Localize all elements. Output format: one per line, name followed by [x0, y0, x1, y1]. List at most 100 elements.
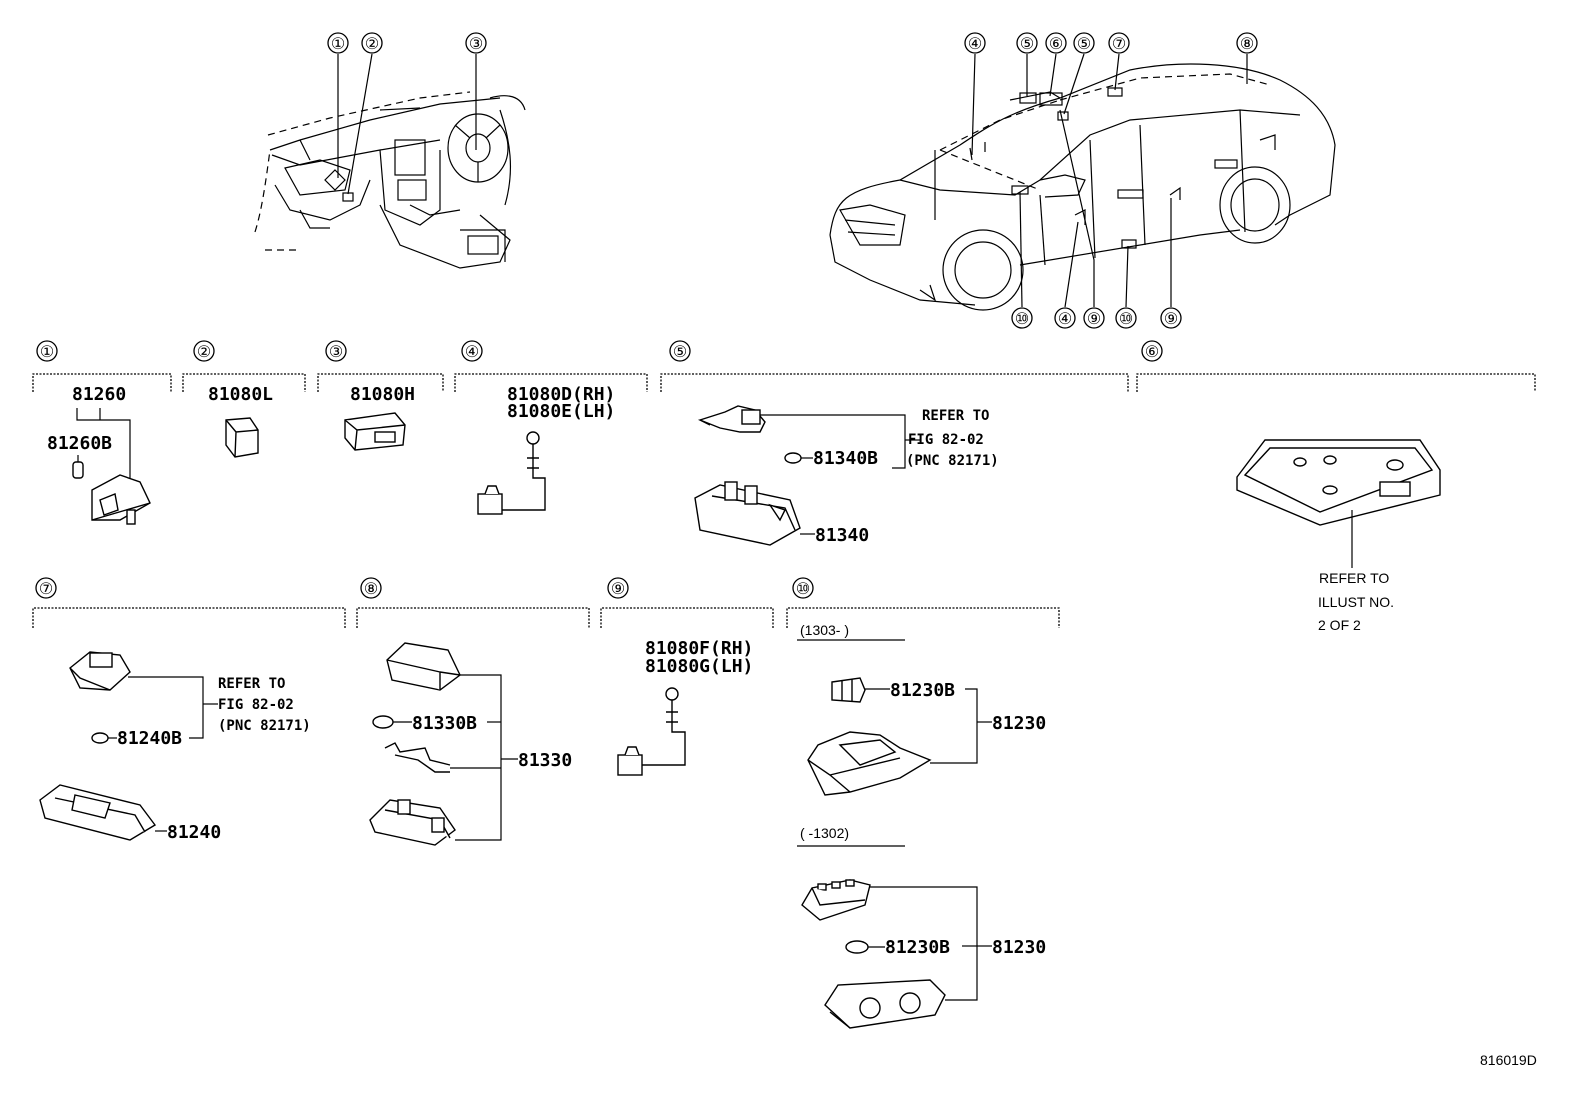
- car-callout-9a: ⑨: [1083, 307, 1105, 329]
- interior-callouts: ① ② ③: [327, 32, 487, 54]
- group-8-parts: 81330B 81330: [369, 642, 572, 846]
- svg-text:⑩: ⑩: [1119, 309, 1133, 328]
- harness-lamp-4: [477, 431, 546, 515]
- car-callout-5b: ⑤: [1073, 32, 1095, 54]
- svg-text:④: ④: [968, 34, 982, 53]
- group-8-header: ⑧: [356, 577, 590, 628]
- part-81230B-lower: 81230B: [885, 937, 950, 958]
- car-callout-4-bottom: ④: [1054, 307, 1076, 329]
- svg-text:⑧: ⑧: [364, 579, 378, 598]
- car-callout-5a: ⑤: [1016, 32, 1038, 54]
- part-81080D: 81080D(RH): [507, 384, 615, 405]
- group-headers-row2: ⑦ ⑧ ⑨ ⑩: [32, 577, 1060, 628]
- svg-text:⑦: ⑦: [1112, 34, 1126, 53]
- base-81330: [369, 799, 456, 846]
- bulb-81340B: [784, 452, 802, 464]
- svg-text:⑦: ⑦: [39, 579, 53, 598]
- part-81080E: 81080E(LH): [507, 401, 615, 422]
- svg-text:⑩: ⑩: [796, 579, 810, 598]
- bulb-81240B: [91, 732, 109, 744]
- part-81080H: 81080H: [350, 384, 415, 405]
- lamp-81080L: [225, 417, 259, 458]
- part-81080G: 81080G(LH): [645, 656, 753, 677]
- part-81230B-upper: 81230B: [890, 680, 955, 701]
- lens-81240: [39, 784, 157, 841]
- car-callout-9b: ⑨: [1160, 307, 1182, 329]
- refer-6-line2: ILLUST NO.: [1318, 594, 1394, 610]
- group-10-header: ⑩: [786, 577, 1060, 628]
- part-81330: 81330: [518, 750, 572, 771]
- car-callout-6: ⑥: [1045, 32, 1067, 54]
- socket-81340: [697, 405, 766, 433]
- svg-text:③: ③: [329, 342, 343, 361]
- group-3-parts: 81080H: [344, 384, 415, 451]
- group-6-parts: REFER TO ILLUST NO. 2 OF 2: [1236, 439, 1441, 633]
- svg-text:②: ②: [197, 342, 211, 361]
- svg-text:⑨: ⑨: [1164, 309, 1178, 328]
- switch-81260: [91, 474, 151, 525]
- group-9-header: ⑨: [600, 577, 774, 628]
- svg-text:⑥: ⑥: [1049, 34, 1063, 53]
- range-1302: ( -1302): [800, 825, 849, 841]
- group-5-parts: 81340B REFER TO FIG 82-02 (PNC 82171) 81…: [694, 405, 999, 546]
- svg-text:①: ①: [331, 34, 345, 53]
- svg-text:③: ③: [469, 34, 483, 53]
- bulb-81230B-lower: [845, 940, 869, 954]
- car-callout-8: ⑧: [1236, 32, 1258, 54]
- callout-1: ①: [327, 32, 349, 54]
- range-1303: (1303- ): [800, 622, 849, 638]
- roof-console-6: [1236, 439, 1441, 526]
- part-81340: 81340: [815, 525, 869, 546]
- group-4-header: ④: [454, 340, 648, 392]
- bulb-81330B: [372, 715, 394, 729]
- part-81230-lower: 81230: [992, 937, 1046, 958]
- svg-text:⑤: ⑤: [673, 342, 687, 361]
- refer-6-line3: 2 OF 2: [1318, 617, 1361, 633]
- callout-3: ③: [465, 32, 487, 54]
- svg-text:⑩: ⑩: [1015, 309, 1029, 328]
- dashboard-leaders: [337, 53, 477, 195]
- refer-5-line1: REFER TO: [922, 408, 989, 424]
- svg-text:①: ①: [40, 342, 54, 361]
- dashboard-illustration: [254, 91, 526, 269]
- part-81260: 81260: [72, 384, 126, 405]
- contact-81330: [384, 742, 451, 773]
- harness-lamp-9: [617, 687, 686, 776]
- refer-5-line2: FIG 82-02: [908, 432, 984, 448]
- svg-text:⑤: ⑤: [1077, 34, 1091, 53]
- part-81080F: 81080F(RH): [645, 638, 753, 659]
- bulb-81230B-upper: [831, 677, 866, 703]
- svg-text:⑥: ⑥: [1145, 342, 1159, 361]
- svg-text:⑨: ⑨: [611, 579, 625, 598]
- group-4-parts: 81080D(RH) 81080E(LH): [477, 384, 615, 515]
- cover-81330: [386, 642, 461, 691]
- part-81340B: 81340B: [813, 448, 878, 469]
- group-3-header: ③: [317, 340, 444, 392]
- group-1-header: ①: [32, 340, 172, 392]
- refer-7-line3: (PNC 82171): [218, 718, 311, 734]
- svg-text:②: ②: [365, 34, 379, 53]
- part-81230-upper: 81230: [992, 713, 1046, 734]
- car-callout-4-top: ④: [964, 32, 986, 54]
- group-2-header: ②: [182, 340, 306, 392]
- car-callout-7: ⑦: [1108, 32, 1130, 54]
- socket-81240: [69, 651, 131, 691]
- lamp-81230-upper: [807, 731, 932, 796]
- lens-81340: [694, 481, 801, 546]
- svg-text:⑧: ⑧: [1240, 34, 1254, 53]
- group-2-parts: 81080L: [208, 384, 273, 458]
- group-5-header: ⑤: [660, 340, 1129, 392]
- part-81240: 81240: [167, 822, 221, 843]
- lamp-81080H: [344, 412, 406, 451]
- refer-7-line2: FIG 82-02: [218, 697, 294, 713]
- refer-7-line1: REFER TO: [218, 676, 285, 692]
- group-1-parts: 81260 81260B: [47, 384, 151, 525]
- group-10-parts: (1303- ) 81230B 81230 ( -1302): [797, 622, 1046, 1029]
- group-7-header: ⑦: [32, 577, 346, 628]
- part-81080L: 81080L: [208, 384, 273, 405]
- callout-2: ②: [361, 32, 383, 54]
- bulb-81260B: [72, 461, 84, 479]
- lens-81230-lower: [824, 979, 946, 1029]
